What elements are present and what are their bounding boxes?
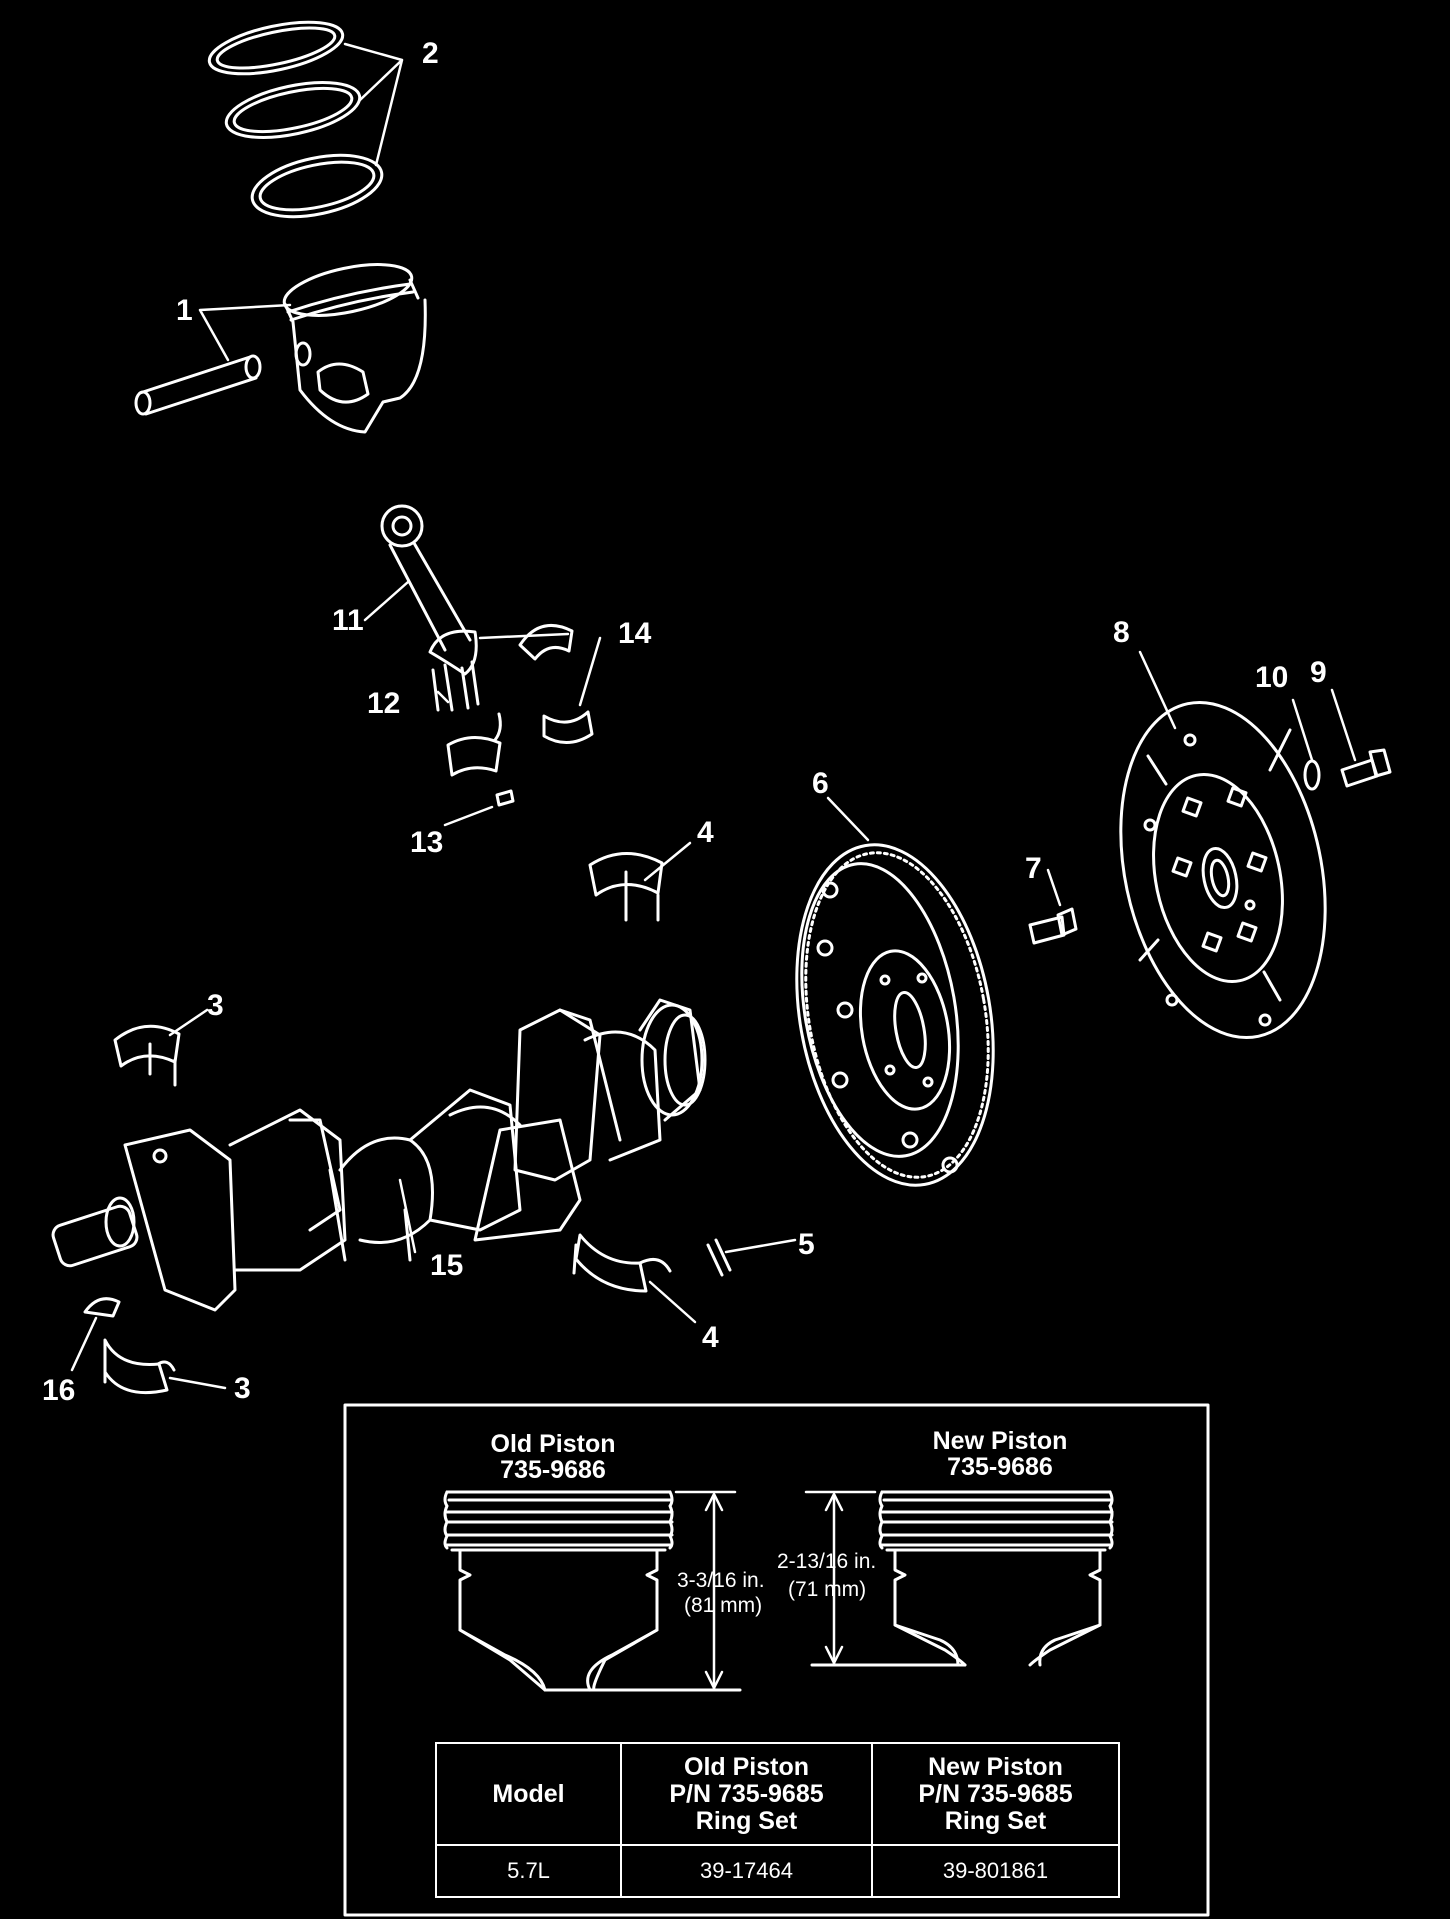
old-piston-height-in: 3-3/16 in. xyxy=(677,1569,765,1592)
thrust-bearing-lower xyxy=(103,1338,176,1395)
cell-old-ring-set: 39-17464 xyxy=(620,1844,873,1898)
header-new-piston: New Piston P/N 735-9685 Ring Set xyxy=(870,1742,1121,1846)
callout-16: 16 xyxy=(42,1374,75,1407)
callout-14: 14 xyxy=(618,617,652,650)
washer xyxy=(1303,759,1321,791)
table-row: 5.7L 39-17464 39-801861 xyxy=(434,1844,1121,1898)
header-model: Model xyxy=(434,1742,623,1846)
new-piston-height-mm: (71 mm) xyxy=(788,1578,866,1601)
main-bearing-lower xyxy=(572,1233,672,1293)
main-bearing-upper xyxy=(588,852,664,922)
callout-4-lower: 4 xyxy=(702,1321,719,1354)
callout-3-upper: 3 xyxy=(207,989,224,1022)
callout-15: 15 xyxy=(430,1249,463,1282)
table-header-row: Model Old Piston P/N 735-9685 Ring Set N… xyxy=(434,1742,1121,1846)
callout-11: 11 xyxy=(332,604,364,637)
piston-comparison-inset xyxy=(343,1403,1210,1917)
cell-model: 5.7L xyxy=(434,1844,623,1898)
dowel-pin xyxy=(706,1238,732,1277)
callout-10: 10 xyxy=(1255,661,1288,694)
clutch-disc xyxy=(1119,700,1327,1040)
connecting-rod xyxy=(380,504,480,712)
piston-and-pin xyxy=(134,263,427,434)
cell-new-ring-set: 39-801861 xyxy=(870,1844,1121,1898)
dimension-arrows xyxy=(674,1490,877,1690)
crankshaft xyxy=(51,998,707,1312)
flexplate xyxy=(795,843,995,1187)
rod-bearing-halves xyxy=(446,623,594,807)
flexplate-bolt xyxy=(1028,907,1078,945)
new-piston-profile xyxy=(810,1490,1114,1667)
ring-set-table: Model Old Piston P/N 735-9685 Ring Set N… xyxy=(434,1742,1121,1898)
old-piston-number: 735-9686 xyxy=(500,1456,606,1484)
callout-1: 1 xyxy=(176,294,193,327)
thrust-bearing-upper xyxy=(113,1024,181,1087)
callout-7: 7 xyxy=(1025,852,1042,885)
new-piston-number: 735-9686 xyxy=(947,1453,1053,1481)
callout-2: 2 xyxy=(422,37,439,70)
callout-3-lower: 3 xyxy=(234,1372,251,1405)
leader-lines xyxy=(70,42,1357,1390)
new-piston-height-in: 2-13/16 in. xyxy=(777,1550,876,1573)
callout-6: 6 xyxy=(812,767,829,800)
damper-bolt xyxy=(1340,748,1392,788)
callout-8: 8 xyxy=(1113,616,1130,649)
callout-5: 5 xyxy=(798,1228,815,1261)
callout-13: 13 xyxy=(410,826,443,859)
old-piston-profile xyxy=(443,1490,742,1692)
callout-4-upper: 4 xyxy=(697,816,714,849)
piston-rings xyxy=(207,20,384,219)
new-piston-title: New Piston xyxy=(933,1427,1068,1455)
header-old-piston: Old Piston P/N 735-9685 Ring Set xyxy=(620,1742,873,1846)
callout-12: 12 xyxy=(367,687,400,720)
callout-9: 9 xyxy=(1310,656,1327,689)
old-piston-height-mm: (81 mm) xyxy=(684,1594,762,1617)
old-piston-title: Old Piston xyxy=(491,1430,616,1458)
crank-key xyxy=(83,1297,121,1318)
